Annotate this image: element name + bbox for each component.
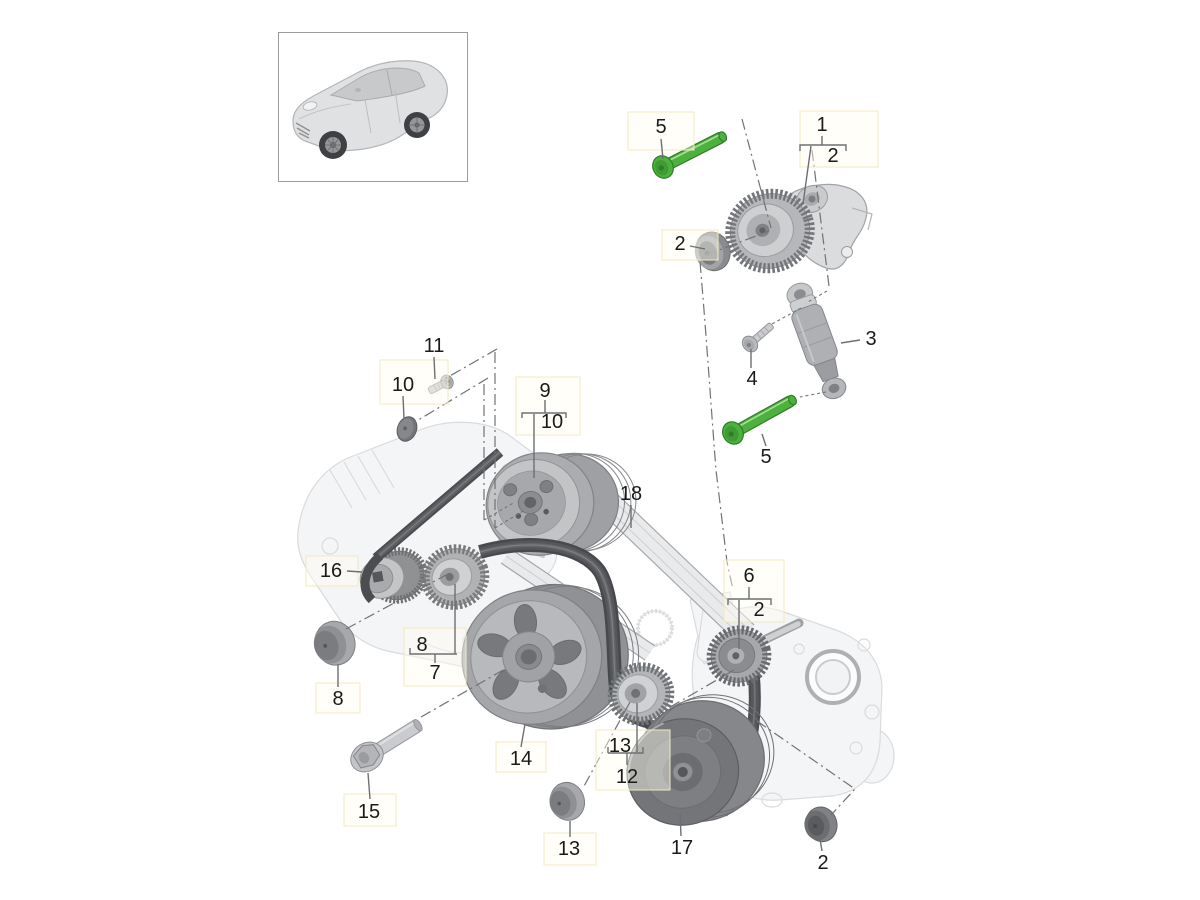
pulley-part-9-10 — [485, 452, 637, 556]
callout-13-cap[interactable]: 13 — [557, 838, 581, 860]
cap-part-13 — [549, 781, 586, 821]
callout-7[interactable]: 7 — [429, 662, 441, 684]
belt-tensioner-assembly-part-1 — [725, 183, 873, 274]
bolt-part-4 — [741, 322, 774, 353]
callout-12[interactable]: 12 — [615, 766, 639, 788]
belt-alternator-run — [360, 448, 504, 604]
callout-4[interactable]: 4 — [746, 368, 758, 390]
callout-1[interactable]: 1 — [816, 114, 828, 136]
callout-18[interactable]: 18 — [619, 483, 643, 505]
callout-2-tensioner-group[interactable]: 2 — [827, 145, 839, 167]
callout-3[interactable]: 3 — [865, 328, 877, 350]
callout-16[interactable]: 16 — [319, 560, 343, 582]
compressor-drive-pulley-part-6 — [706, 625, 772, 687]
cap-part-10 — [396, 416, 418, 442]
assembly-guide-lines — [345, 118, 856, 816]
callout-10-cap[interactable]: 10 — [391, 374, 415, 396]
pulley-6-shaft-pin — [755, 618, 804, 647]
callout-15[interactable]: 15 — [357, 801, 381, 823]
callout-6[interactable]: 6 — [743, 565, 755, 587]
highlighted-bolt-part-5-upper[interactable] — [649, 125, 731, 182]
callout-13-group[interactable]: 13 — [608, 735, 632, 757]
cap-part-8 — [313, 620, 356, 666]
callout-8-group[interactable]: 8 — [416, 634, 428, 656]
callout-14[interactable]: 14 — [509, 748, 533, 770]
callout-8-cap[interactable]: 8 — [332, 688, 344, 710]
callout-11[interactable]: 11 — [423, 335, 445, 357]
callout-2-cap[interactable]: 2 — [674, 233, 686, 255]
callout-17[interactable]: 17 — [670, 837, 694, 859]
vehicle-thumbnail-box — [278, 32, 468, 182]
callout-5-upper[interactable]: 5 — [655, 116, 667, 138]
tensioner-pulley-part-7 — [420, 544, 490, 610]
callout-2-compressor-cap[interactable]: 2 — [817, 852, 829, 874]
highlighted-bolt-part-5-lower[interactable] — [719, 388, 801, 448]
macan-suv-icon — [292, 60, 448, 159]
callout-10-group[interactable]: 10 — [540, 411, 564, 433]
callout-9[interactable]: 9 — [539, 380, 551, 402]
callout-2-pulley6-group[interactable]: 2 — [753, 599, 765, 621]
callout-leader-lines — [337, 136, 861, 852]
callout-highlight-boxes — [305, 110, 879, 866]
cap-part-2-tensioner — [694, 231, 731, 272]
compressor-pulley-part-17 — [626, 694, 775, 826]
car-wheels — [319, 112, 430, 159]
bolt-part-11 — [427, 374, 454, 395]
callout-5-lower[interactable]: 5 — [760, 446, 772, 468]
bolt-part-15 — [350, 718, 423, 773]
tensioner-damper-part-3 — [786, 282, 847, 400]
cap-part-2-compressor — [804, 806, 838, 843]
crank-pulley-part-14 — [461, 583, 640, 730]
